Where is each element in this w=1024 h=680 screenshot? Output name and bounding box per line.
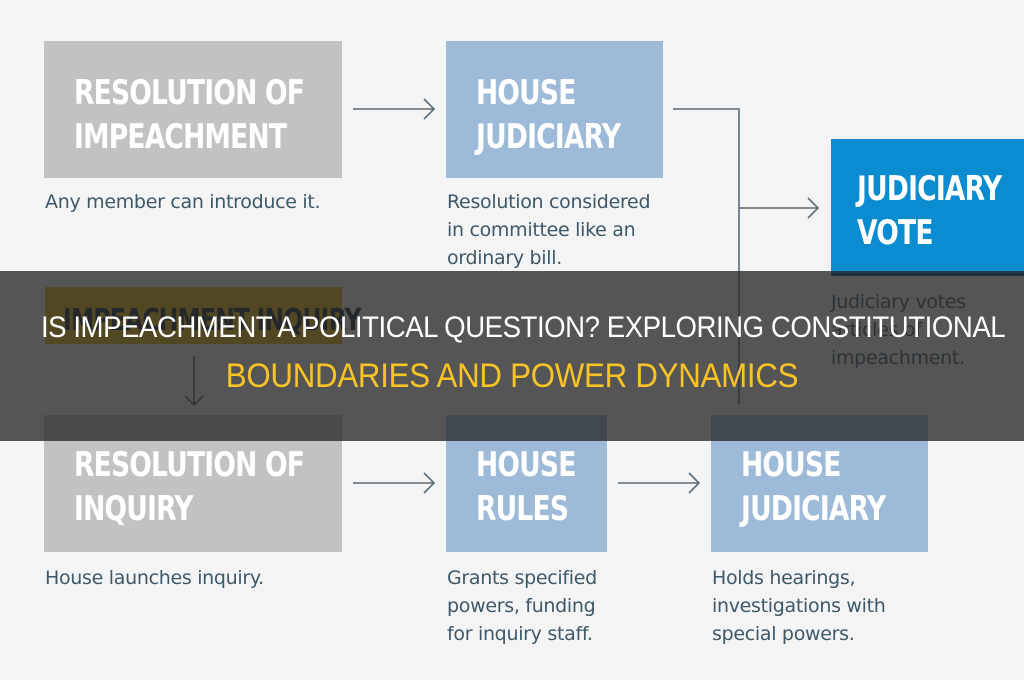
box-title: JUDICIARY VOTE: [857, 169, 1002, 253]
title-overlay-band: [0, 271, 1024, 441]
judiciary-vote-box: JUDICIARY VOTE: [831, 139, 1024, 273]
arrow-head-icon: [423, 472, 436, 494]
resolution-of-inquiry-caption: House launches inquiry.: [45, 567, 264, 589]
arrow-head-icon: [688, 472, 701, 494]
resolution-of-impeachment-box: RESOLUTION OF IMPEACHMENT: [44, 41, 342, 178]
house-judiciary-box-top: HOUSE JUDICIARY: [446, 41, 663, 178]
box-title: RESOLUTION OF IMPEACHMENT: [74, 73, 305, 157]
box-title: HOUSE JUDICIARY: [476, 73, 621, 157]
article-title-line-1: IS IMPEACHMENT A POLITICAL QUESTION? EXP…: [40, 311, 1006, 344]
box-title: RESOLUTION OF INQUIRY: [74, 445, 305, 529]
house-judiciary-caption-top: Resolution considered in committee like …: [447, 191, 651, 269]
box-title: HOUSE JUDICIARY: [741, 445, 886, 529]
arrow-head-icon: [423, 98, 436, 120]
house-rules-caption: Grants specified powers, funding for inq…: [447, 567, 597, 645]
arrow-head-icon: [807, 197, 820, 219]
article-title-line-2: BOUNDARIES AND POWER DYNAMICS: [225, 357, 799, 395]
resolution-of-impeachment-caption: Any member can introduce it.: [45, 191, 321, 213]
house-judiciary-caption-bottom: Holds hearings, investigations with spec…: [712, 567, 886, 645]
box-title: HOUSE RULES: [476, 445, 576, 529]
